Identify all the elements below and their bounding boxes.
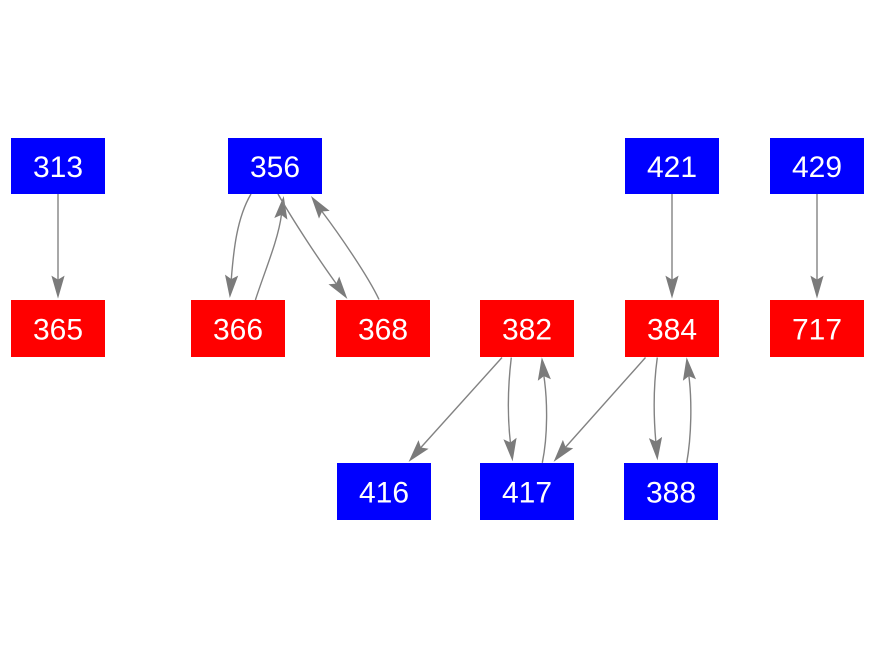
svg-text:366: 366	[213, 314, 263, 347]
svg-text:368: 368	[358, 314, 408, 347]
svg-text:416: 416	[359, 477, 409, 510]
svg-text:313: 313	[33, 151, 83, 184]
svg-text:421: 421	[647, 151, 697, 184]
svg-text:717: 717	[792, 314, 842, 347]
svg-text:384: 384	[647, 314, 697, 347]
svg-text:365: 365	[33, 314, 83, 347]
svg-text:417: 417	[502, 477, 552, 510]
svg-text:382: 382	[502, 314, 552, 347]
svg-text:356: 356	[250, 151, 300, 184]
svg-text:429: 429	[792, 151, 842, 184]
svg-text:388: 388	[646, 477, 696, 510]
